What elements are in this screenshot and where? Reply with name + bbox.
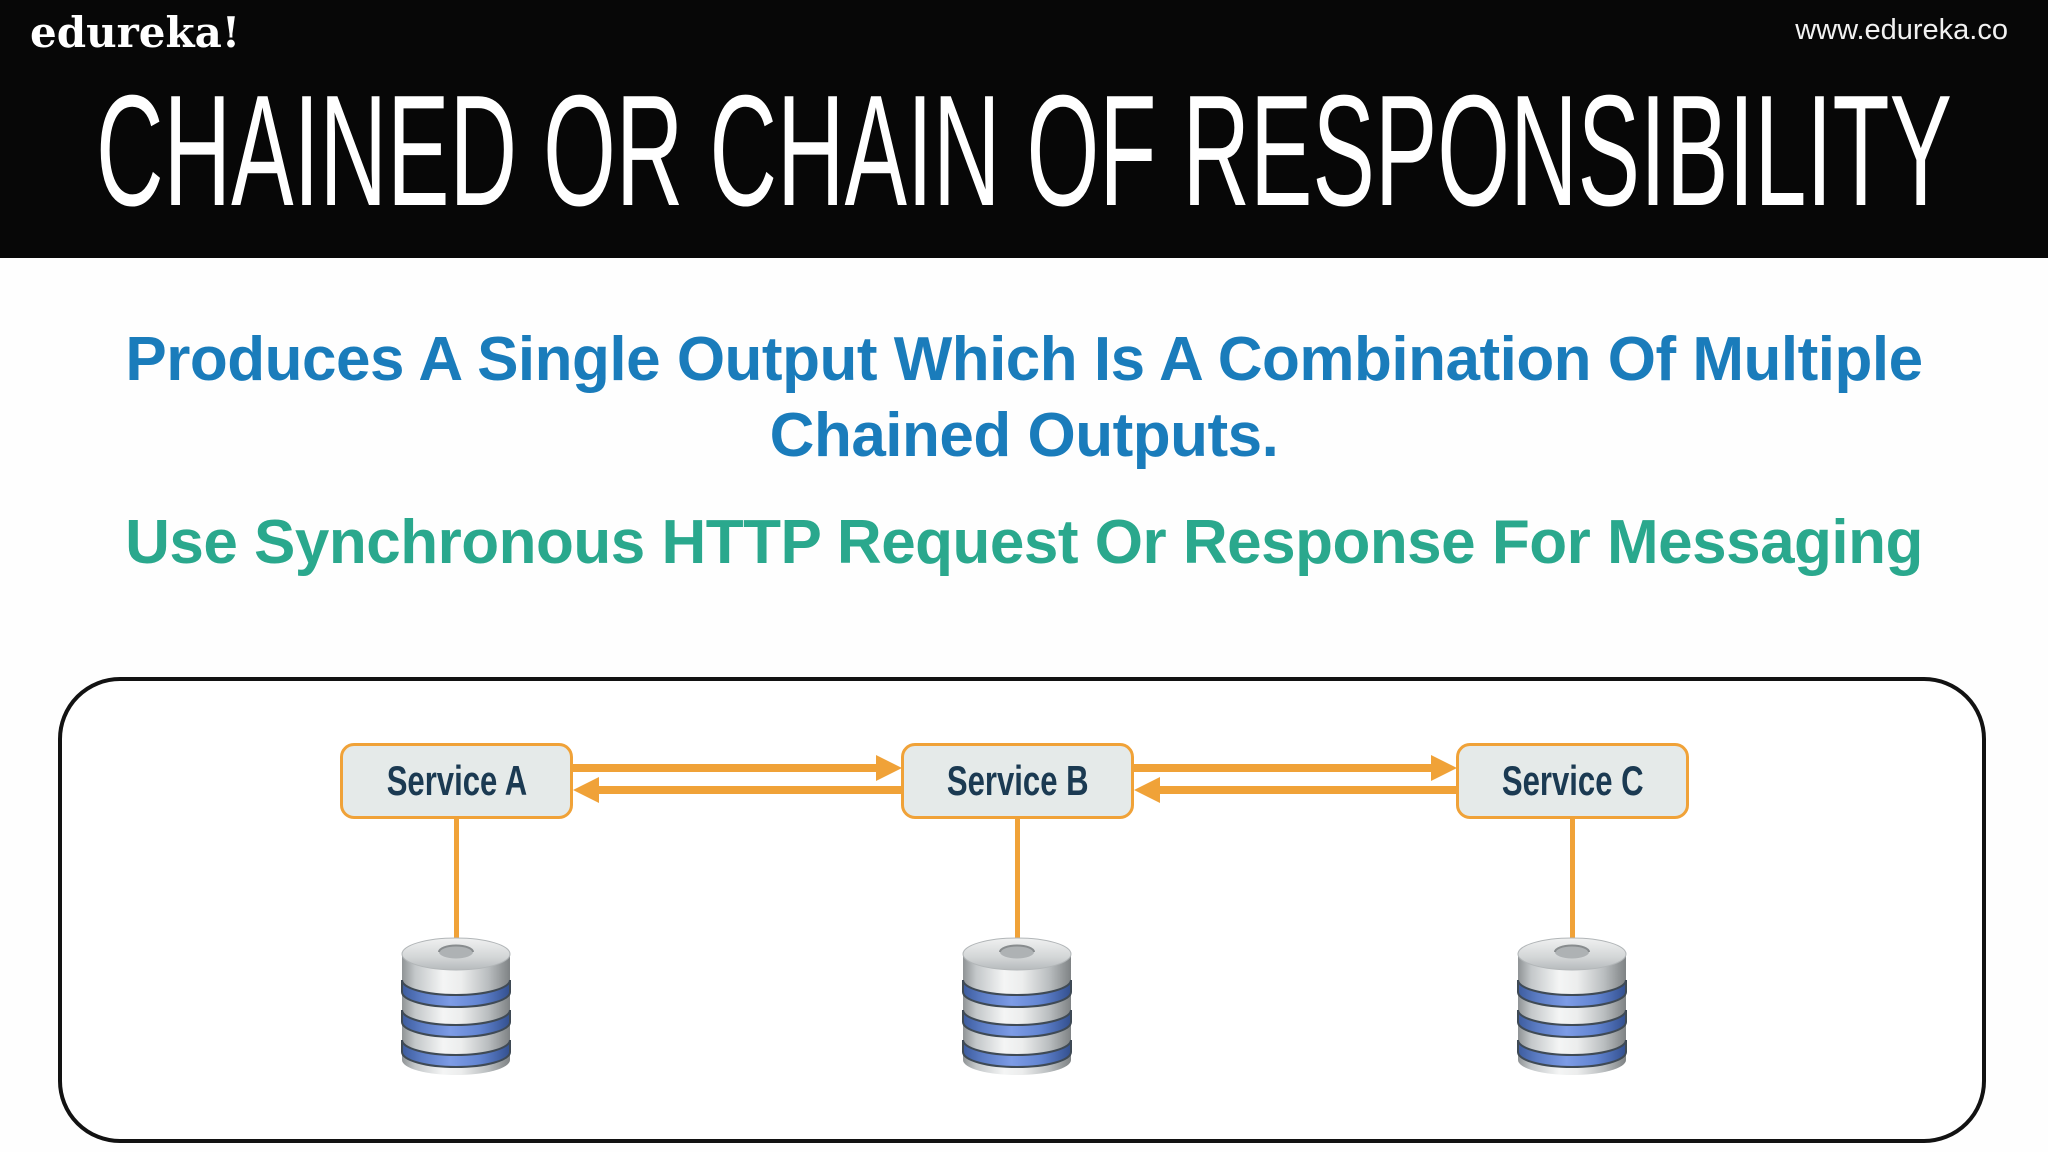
service-box-a: Service A: [340, 743, 573, 819]
arrow-b-to-c-head-icon: [1431, 755, 1457, 781]
description-line2: Chained Outputs.: [769, 401, 1279, 470]
website-url: www.edureka.co: [1795, 14, 2008, 46]
database-cylinder-icon: [1516, 934, 1628, 1080]
description-secondary: Use Synchronous HTTP Request Or Response…: [125, 508, 1923, 577]
arrow-c-to-b-head-icon: [1134, 777, 1160, 803]
service-box-c: Service C: [1456, 743, 1689, 819]
description-line1: Produces A Single Output Which Is A Comb…: [125, 325, 1923, 394]
edureka-logo: edureka!: [30, 8, 241, 57]
arrow-b-to-a-line: [597, 786, 901, 794]
arrow-b-to-a-head-icon: [573, 777, 599, 803]
db-connector-b: [1015, 818, 1020, 946]
service-box-b: Service B: [901, 743, 1134, 819]
database-cylinder-icon: [400, 934, 512, 1080]
service-c-label: Service C: [1501, 757, 1644, 804]
database-cylinder-icon: [961, 934, 1073, 1080]
slide-title-svg: CHAINED OR CHAIN OF RESPONSIBILITY: [96, 63, 1952, 239]
arrow-a-to-b-line: [573, 764, 878, 772]
slide-title: CHAINED OR CHAIN OF RESPONSIBILITY: [96, 63, 1952, 239]
arrow-c-to-b-line: [1158, 786, 1456, 794]
arrow-b-to-c-line: [1134, 764, 1433, 772]
service-a-label: Service A: [386, 757, 527, 804]
service-b-label: Service B: [946, 757, 1089, 804]
header-banner: edureka! www.edureka.co CHAINED OR CHAIN…: [0, 0, 2048, 258]
db-connector-a: [454, 818, 459, 946]
description-primary: Produces A Single Output Which Is A Comb…: [0, 322, 2048, 474]
arrow-a-to-b-head-icon: [876, 755, 902, 781]
db-connector-c: [1570, 818, 1575, 946]
